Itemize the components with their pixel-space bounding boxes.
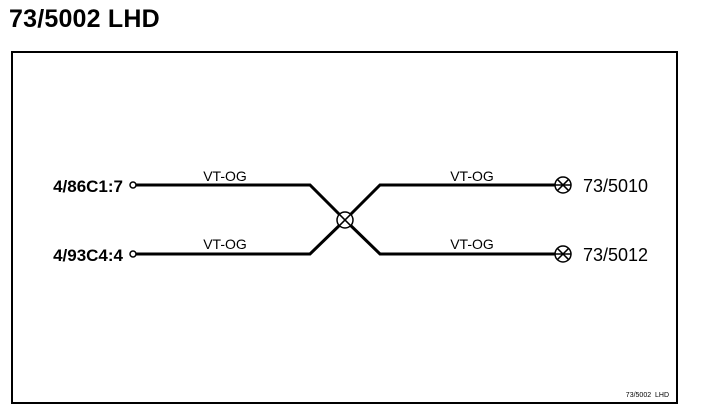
wire-upper-right <box>343 183 556 222</box>
wire-lower-right <box>343 218 556 256</box>
source-label-upper: 4/86C1:7 <box>53 177 123 196</box>
wire-lower-left <box>136 218 347 256</box>
destination-label-lower: 73/5012 <box>583 245 648 265</box>
open-circle-pin-icon <box>129 181 137 189</box>
crossed-circle-splice-icon <box>336 211 354 229</box>
wire-upper-left <box>136 183 347 222</box>
source-label-lower: 4/93C4:4 <box>53 246 123 265</box>
wire-label-upper-right: VT-OG <box>450 168 494 184</box>
wire-label-upper-left: VT-OG <box>203 168 247 184</box>
open-circle-pin-icon <box>129 250 137 258</box>
wire-label-lower-left: VT-OG <box>203 236 247 252</box>
crossed-circle-connector-icon <box>554 245 572 263</box>
wire-label-lower-right: VT-OG <box>450 236 494 252</box>
crossed-circle-connector-icon <box>554 176 572 194</box>
diagram-title: 73/5002 LHD <box>9 5 160 33</box>
destination-label-upper: 73/5010 <box>583 176 648 196</box>
footer-tag: 73/5002 LHD <box>626 392 669 399</box>
diagram-frame <box>11 51 678 404</box>
